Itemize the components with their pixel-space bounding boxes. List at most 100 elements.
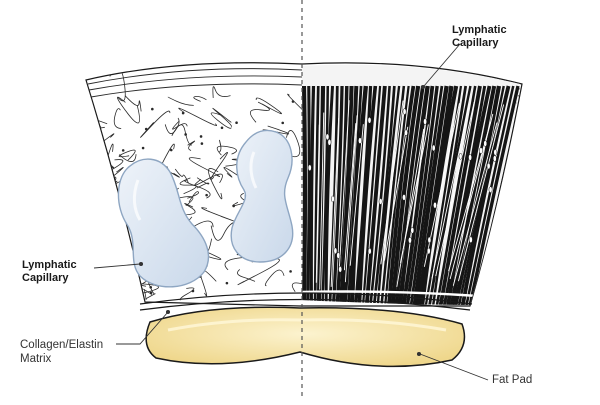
collagen-fiber [199, 268, 217, 297]
cell-nucleus-dot [105, 271, 109, 274]
collagen-fiber [212, 86, 231, 98]
muscle-fiber [357, 85, 378, 305]
collagen-fiber [188, 157, 220, 177]
collagen-fiber [113, 108, 122, 129]
label-fat-pad: Fat Pad [492, 374, 533, 386]
cell-nucleus-dot [225, 281, 229, 285]
muscle-fiber [397, 85, 430, 305]
collagen-fiber [187, 140, 196, 151]
collagen-fiber [140, 110, 171, 138]
leader-lines [93, 43, 489, 381]
collagen-fiber [164, 117, 180, 135]
cell-nucleus-dot [149, 291, 153, 295]
cell-nucleus-dot [99, 140, 102, 143]
collagen-fiber [196, 177, 210, 189]
cell-nucleus-dot [200, 142, 204, 145]
muscle-fiber [369, 85, 391, 305]
muscle-fiber [394, 85, 425, 305]
cell-nucleus-dot [99, 217, 103, 221]
cell-nucleus-dot [205, 193, 208, 197]
cell-nucleus-dot [169, 148, 173, 152]
muscle-fiber [386, 85, 416, 305]
muscle-fiber [460, 85, 511, 305]
cell-nucleus-dot [114, 269, 118, 272]
collagen-fiber [237, 269, 256, 282]
collagen-fiber [255, 97, 282, 115]
collagen-fiber [184, 179, 211, 199]
collagen-fiber [262, 125, 290, 135]
muscle-fiber [338, 85, 354, 305]
collagen-fiber [216, 145, 237, 156]
muscle-fiber [438, 85, 482, 305]
cell-nucleus-dot [291, 100, 295, 103]
collagen-fiber [178, 107, 217, 126]
muscle-fiber [331, 85, 344, 305]
collagen-fiber [193, 96, 207, 102]
cell-nucleus-dot [191, 289, 195, 293]
muscle-fiber [302, 85, 308, 305]
fat-pad [145, 306, 466, 368]
muscle-fiber [428, 85, 468, 305]
cell-nucleus-dot [235, 121, 238, 124]
collagen-fiber [178, 202, 196, 216]
muscle-fiber [313, 85, 320, 305]
label-lymphatic-capillary-left: Lymphatic Capillary [22, 259, 77, 284]
muscle-fiber [465, 85, 515, 305]
muscle-fiber [306, 85, 311, 305]
muscle-fiber [457, 85, 505, 305]
collagen-fiber [117, 285, 129, 293]
collagen-fiber [219, 139, 222, 153]
collagen-fiber [172, 121, 188, 130]
collagen-fiber [212, 107, 232, 127]
muscle-fiber [405, 85, 439, 305]
collagen-fiber [93, 148, 100, 163]
cell-nucleus-dot [181, 111, 185, 115]
muscle-fiber [442, 85, 487, 305]
cell-nucleus-dot [184, 133, 187, 136]
label-collagen-elastin-matrix: Collagen/Elastin Matrix [20, 339, 104, 365]
cell-nucleus-dot [114, 278, 118, 281]
muscle-fiber [321, 85, 330, 305]
collagen-fiber [210, 112, 232, 129]
muscle-fiber [468, 85, 520, 305]
collagen-fiber [287, 93, 302, 119]
cell-nucleus-dot [141, 146, 145, 150]
muscle-fiber [401, 85, 435, 305]
muscle-fiber [309, 85, 316, 305]
muscle-fiber [390, 85, 421, 305]
cell-nucleus-dot [149, 286, 153, 289]
muscle-fiber [409, 85, 444, 305]
muscle-fiber [361, 85, 382, 305]
muscle-fiber [445, 85, 492, 305]
muscle-fiber [435, 85, 477, 305]
collagen-fiber [223, 167, 239, 178]
collagen-fiber [167, 96, 194, 106]
muscle-fiber [349, 85, 368, 305]
muscle-fiber [324, 85, 335, 305]
collagen-fiber [174, 168, 189, 184]
cell-nucleus-dot [199, 135, 203, 138]
label-lymphatic-capillary-top: Lymphatic Capillary [452, 24, 507, 49]
muscle-fiber [372, 85, 396, 305]
cell-nucleus-dot [281, 121, 285, 125]
cell-nucleus-dot [121, 149, 125, 152]
cell-nucleus-dot [112, 221, 115, 224]
muscle-fiber [376, 85, 401, 305]
cell-nucleus-dot [151, 107, 154, 111]
lymphatic-capillary-left [117, 158, 210, 288]
collagen-fiber [117, 96, 140, 124]
collagen-fiber [107, 253, 127, 259]
collagen-fiber [194, 173, 223, 186]
collagen-fiber [179, 177, 197, 195]
muscle-fibers [302, 64, 520, 305]
muscle-fiber [364, 85, 387, 305]
lymphatic-capillary-right [230, 129, 294, 263]
collagen-fiber [90, 146, 104, 166]
cell-nucleus-dot [232, 204, 235, 208]
muscle-fiber [416, 85, 454, 305]
collagen-fiber [124, 95, 142, 112]
collagen-fiber [92, 176, 117, 186]
muscle-fiber [420, 85, 459, 305]
